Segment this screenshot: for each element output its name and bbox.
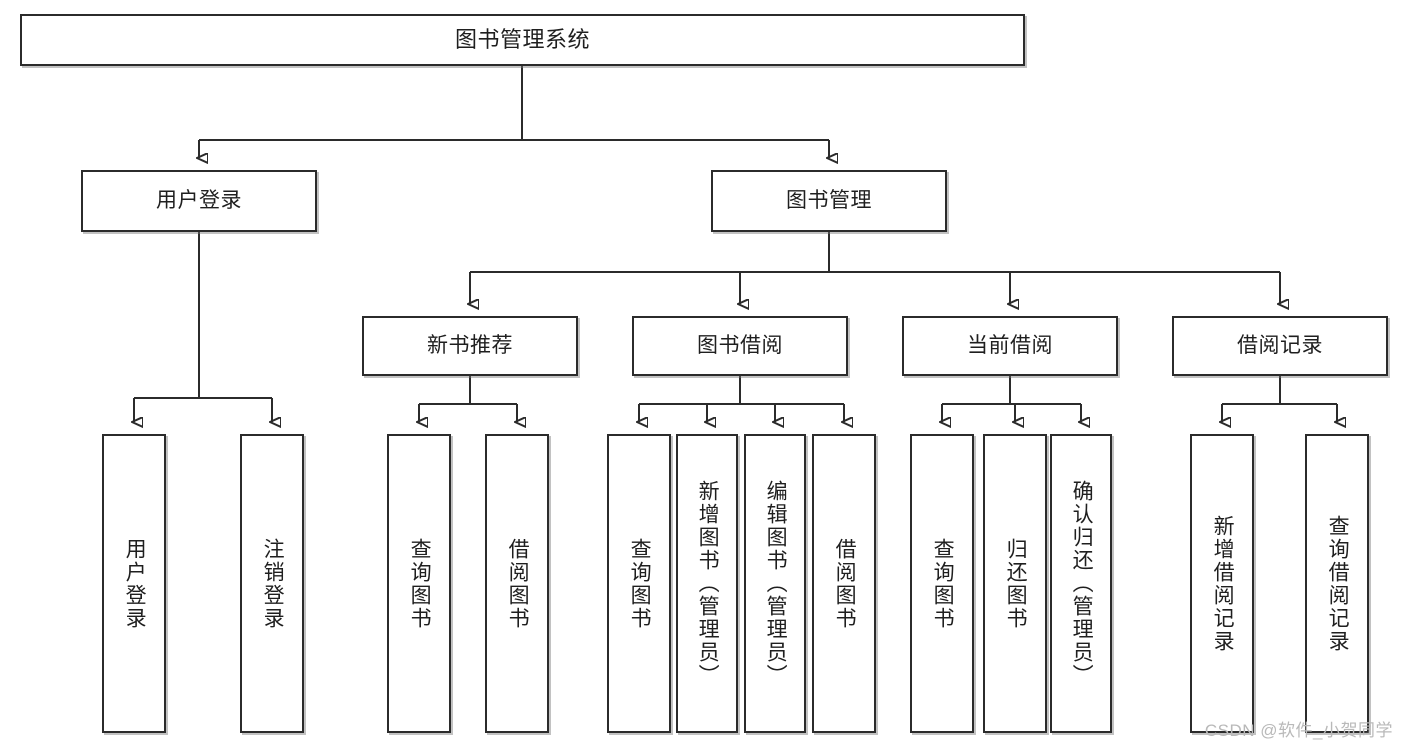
node-label: 查询借阅记录: [1326, 514, 1350, 653]
node-label: 编辑图书（管理员）: [764, 480, 788, 687]
node-leaf-user-login[interactable]: 用户登录: [102, 434, 166, 733]
node-label: 借阅图书: [833, 537, 857, 630]
node-book-borrow[interactable]: 图书借阅: [632, 316, 848, 376]
node-leaf-edit-book-admin[interactable]: 编辑图书（管理员）: [744, 434, 806, 733]
node-leaf-return-book[interactable]: 归还图书: [983, 434, 1047, 733]
node-label: 查询图书: [931, 537, 955, 630]
node-leaf-query-borrow-record[interactable]: 查询借阅记录: [1305, 434, 1369, 733]
node-label: 查询图书: [408, 537, 432, 630]
node-label: 新增图书（管理员）: [696, 480, 720, 687]
node-label: 借阅记录: [1237, 333, 1323, 357]
node-label: 图书借阅: [697, 333, 783, 357]
node-new-book-rec[interactable]: 新书推荐: [362, 316, 578, 376]
node-label: 归还图书: [1004, 537, 1028, 630]
node-root-system[interactable]: 图书管理系统: [20, 14, 1025, 66]
node-current-borrow[interactable]: 当前借阅: [902, 316, 1118, 376]
node-label: 查询图书: [628, 537, 652, 630]
node-leaf-user-logout[interactable]: 注销登录: [240, 434, 304, 733]
node-leaf-query-book-current[interactable]: 查询图书: [910, 434, 974, 733]
node-borrow-record[interactable]: 借阅记录: [1172, 316, 1388, 376]
node-label: 新增借阅记录: [1211, 514, 1235, 653]
node-label: 图书管理系统: [454, 27, 590, 53]
node-label: 用户登录: [156, 188, 242, 212]
node-leaf-borrow-book-rec[interactable]: 借阅图书: [485, 434, 549, 733]
node-leaf-add-book-admin[interactable]: 新增图书（管理员）: [676, 434, 738, 733]
node-label: 用户登录: [123, 537, 147, 630]
node-label: 借阅图书: [506, 537, 530, 630]
node-leaf-confirm-return[interactable]: 确认归还（管理员）: [1050, 434, 1112, 733]
node-leaf-query-book[interactable]: 查询图书: [607, 434, 671, 733]
node-leaf-borrow-book[interactable]: 借阅图书: [812, 434, 876, 733]
watermark-text: CSDN @软件_小贺同学: [1204, 721, 1393, 740]
node-label: 当前借阅: [967, 333, 1053, 357]
node-user-login[interactable]: 用户登录: [81, 170, 317, 232]
node-label: 图书管理: [786, 188, 872, 212]
node-book-manage[interactable]: 图书管理: [711, 170, 947, 232]
node-label: 新书推荐: [427, 333, 513, 357]
node-leaf-query-book-rec[interactable]: 查询图书: [387, 434, 451, 733]
node-label: 确认归还（管理员）: [1070, 480, 1094, 687]
node-leaf-add-borrow-record[interactable]: 新增借阅记录: [1190, 434, 1254, 733]
node-label: 注销登录: [261, 537, 285, 630]
